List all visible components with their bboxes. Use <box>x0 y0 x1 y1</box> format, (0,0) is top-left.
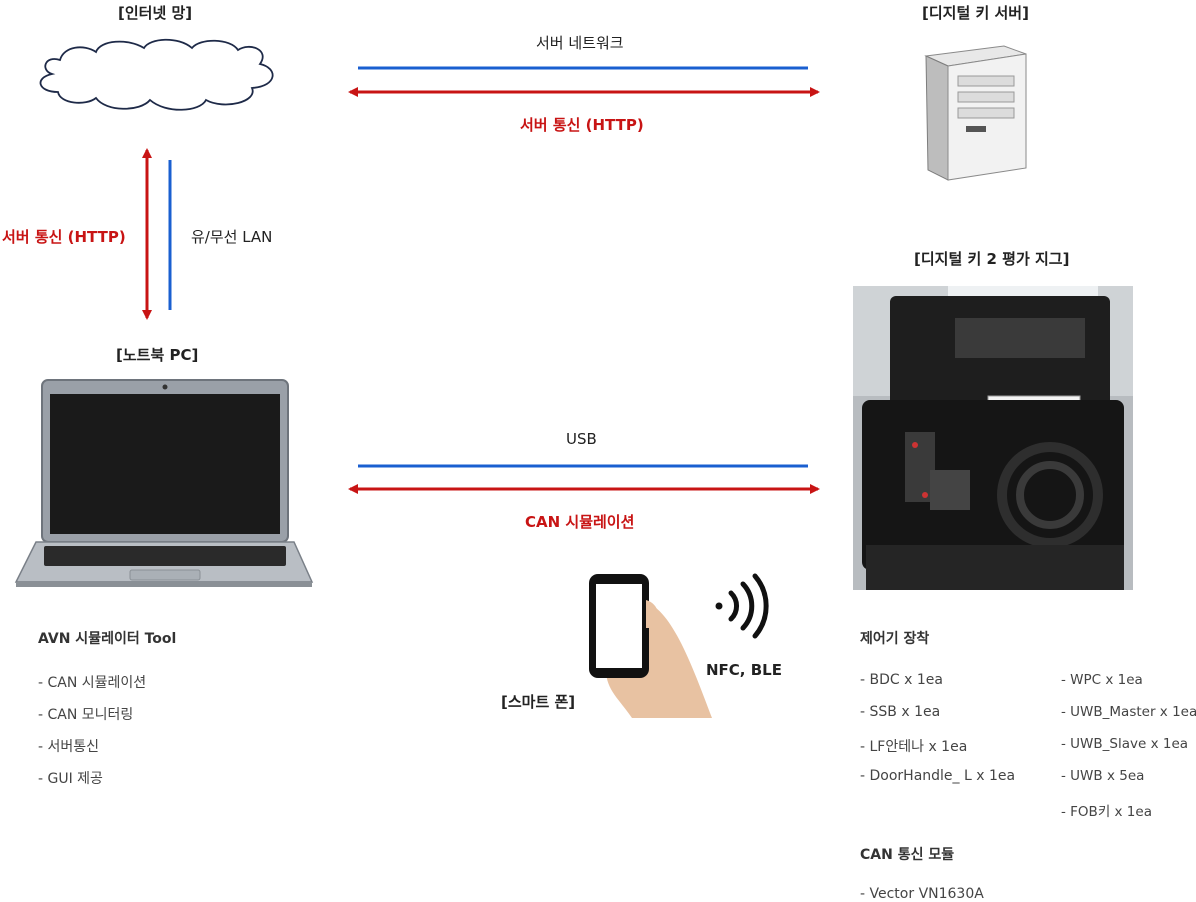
laptop-icon <box>14 379 314 587</box>
avn-item: - GUI 제공 <box>38 771 103 787</box>
laptop-title: [노트북 PC] <box>116 346 199 364</box>
avn-item: - CAN 시뮬레이션 <box>38 675 147 691</box>
controller-item: - SSB x 1ea <box>860 704 941 720</box>
avn-item: - CAN 모니터링 <box>38 707 134 723</box>
phone-title: [스마트 폰] <box>501 693 576 711</box>
avn-heading: AVN 시뮬레이터 Tool <box>38 631 177 647</box>
jig-title: [디지털 키 2 평가 지그] <box>914 250 1070 268</box>
nfc-ble-label: NFC, BLE <box>706 661 782 679</box>
cloud-icon <box>39 38 274 111</box>
can-sim-label: CAN 시뮬레이션 <box>525 513 635 531</box>
controller-item: - LF안테나 x 1ea <box>860 739 968 755</box>
evaluation-jig-image <box>853 286 1133 590</box>
controller-item: - UWB_Master x 1ea <box>1061 704 1196 720</box>
controller-item: - WPC x 1ea <box>1061 672 1143 688</box>
internet-title: [인터넷 망] <box>118 4 193 22</box>
controller-item: - FOB키 x 1ea <box>1061 804 1152 820</box>
lan-label: 유/무선 LAN <box>191 228 273 246</box>
can-module-item: - Vector VN1630A <box>860 886 984 902</box>
can-module-heading: CAN 통신 모듈 <box>860 847 955 863</box>
server-title: [디지털 키 서버] <box>922 4 1029 22</box>
smartphone-icon <box>589 574 712 718</box>
controller-item: - UWB_Slave x 1ea <box>1061 736 1189 752</box>
controllers-heading: 제어기 장착 <box>860 631 930 647</box>
wireless-signal-icon <box>715 573 769 639</box>
server-icon <box>924 45 1027 181</box>
server-http-label-left: 서버 통신 (HTTP) <box>2 228 126 246</box>
controller-item: - DoorHandle_ L x 1ea <box>860 768 1016 784</box>
avn-item: - 서버통신 <box>38 739 100 755</box>
controller-item: - BDC x 1ea <box>860 672 943 688</box>
server-network-label: 서버 네트워크 <box>536 34 624 52</box>
server-http-label-top: 서버 통신 (HTTP) <box>520 116 644 134</box>
controller-item: - UWB x 5ea <box>1061 768 1145 784</box>
usb-label: USB <box>566 430 597 448</box>
